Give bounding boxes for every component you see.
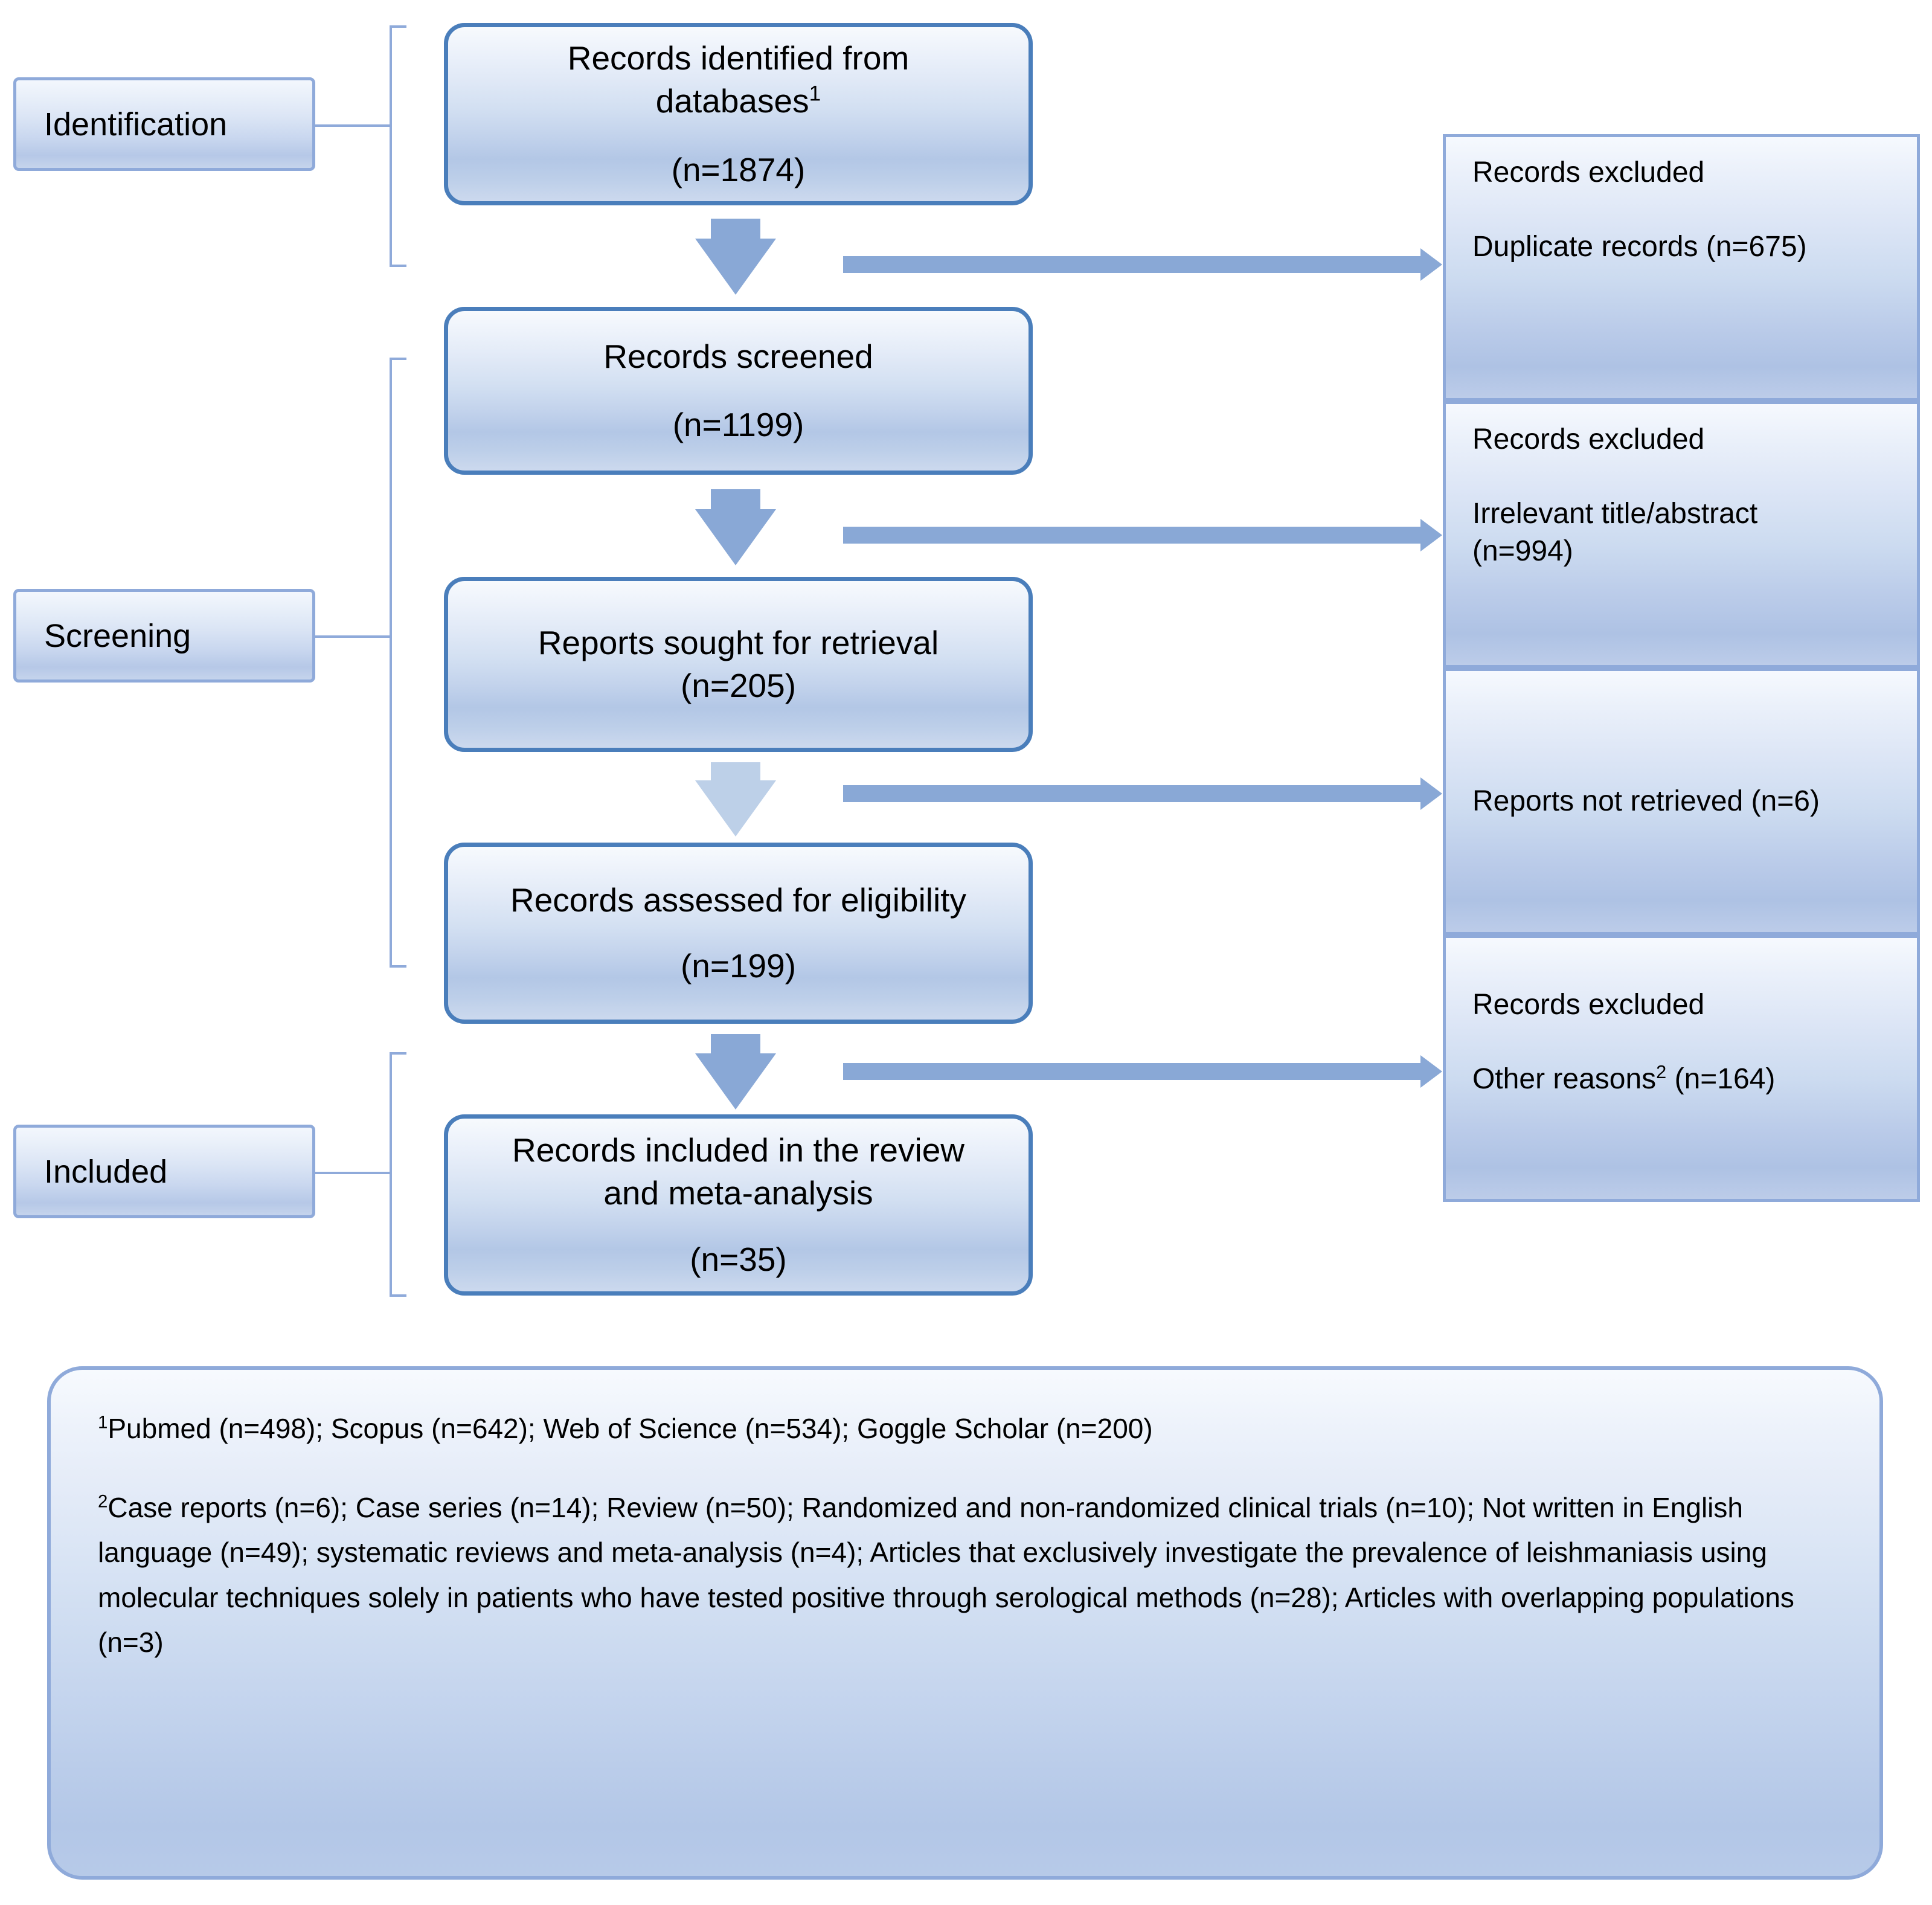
excluded-box-not-retrieved-detail: Reports not retrieved (n=6) [1472,785,1820,818]
flow-box-records-assessed-line1: Records assessed for eligibility [510,881,967,919]
arrow-right-to-other-reasons [843,1055,1442,1088]
bracket-included-vertical [390,1052,392,1297]
bracket-included-bottom [390,1294,406,1297]
footnote-marker-2: 2 [1656,1061,1667,1083]
excluded-box-irrelevant-detail: Irrelevant title/abstract [1472,498,1758,530]
footnote-marker-1: 1 [809,82,821,106]
flow-box-records-included-line2: and meta-analysis [603,1174,873,1212]
excluded-box-not-retrieved: Reports not retrieved (n=6) [1443,668,1920,935]
arrow-right-to-irrelevant [843,519,1442,551]
flow-box-records-identified-count: (n=1874) [671,150,806,188]
excluded-box-other-reasons-title: Records excluded [1472,989,1705,1021]
footnote-2-text: Case reports (n=6); Case series (n=14); … [98,1491,1794,1659]
footnote-2: 2Case reports (n=6); Case series (n=14);… [98,1485,1832,1665]
flow-box-reports-sought-count: (n=205) [680,667,797,704]
stage-label-identification: Identification [13,77,315,171]
arrow-down-screened-to-sought [695,489,776,565]
excluded-box-irrelevant-title: Records excluded [1472,423,1705,455]
flow-box-records-identified-line2: databases1 [655,82,821,120]
bracket-included-top [390,1052,406,1055]
stage-label-screening-text: Screening [44,617,191,654]
flow-box-records-assessed-count: (n=199) [680,947,797,985]
arrow-down-identified-to-screened [695,219,776,295]
flow-box-records-screened-count: (n=1199) [672,406,804,443]
excluded-box-duplicates-detail: Duplicate records (n=675) [1472,231,1807,263]
flow-box-records-included: Records included in the review and meta-… [444,1114,1033,1296]
flow-box-records-included-line1: Records included in the review [512,1131,964,1169]
arrow-down-sought-to-assessed [695,762,776,837]
stage-label-identification-text: Identification [44,106,228,143]
bracket-screening-bottom [390,965,406,968]
bracket-identification-bottom [390,265,406,267]
bracket-included-stem [314,1172,391,1174]
bracket-screening-stem [314,635,391,638]
footnote-panel: 1Pubmed (n=498); Scopus (n=642); Web of … [47,1366,1883,1880]
footnote-1: 1Pubmed (n=498); Scopus (n=642); Web of … [98,1406,1832,1451]
excluded-box-other-reasons: Records excluded Other reasons2 (n=164) [1443,935,1920,1202]
flow-box-records-included-count: (n=35) [690,1240,787,1278]
flow-box-records-identified: Records identified from databases1 (n=18… [444,23,1033,205]
footnote-1-marker: 1 [98,1412,108,1433]
excluded-box-other-reasons-detail: Other reasons2 (n=164) [1472,1061,1776,1096]
arrow-right-to-not-retrieved [843,777,1442,810]
bracket-screening-top [390,358,406,360]
footnote-1-text: Pubmed (n=498); Scopus (n=642); Web of S… [108,1413,1153,1444]
excluded-box-irrelevant-detail2: (n=994) [1472,535,1573,567]
bracket-identification-top [390,25,406,28]
footnote-2-marker: 2 [98,1491,108,1512]
stage-label-included: Included [13,1125,315,1218]
flow-box-records-assessed: Records assessed for eligibility (n=199) [444,843,1033,1024]
excluded-box-duplicates: Records excluded Duplicate records (n=67… [1443,134,1920,401]
bracket-screening-vertical [390,358,392,968]
bracket-identification-stem [314,124,391,127]
flow-box-records-screened: Records screened (n=1199) [444,307,1033,475]
arrow-down-assessed-to-included [695,1034,776,1110]
stage-label-included-text: Included [44,1153,168,1190]
bracket-identification-vertical [390,25,392,267]
excluded-box-irrelevant: Records excluded Irrelevant title/abstra… [1443,401,1920,668]
stage-label-screening: Screening [13,589,315,683]
excluded-box-duplicates-title: Records excluded [1472,156,1705,188]
flow-box-records-screened-line1: Records screened [603,337,873,375]
flow-box-records-identified-line1: Records identified from [567,39,910,77]
flow-box-reports-sought-line1: Reports sought for retrieval [538,623,939,661]
flow-box-reports-sought: Reports sought for retrieval (n=205) [444,577,1033,752]
arrow-right-to-duplicates [843,248,1442,281]
